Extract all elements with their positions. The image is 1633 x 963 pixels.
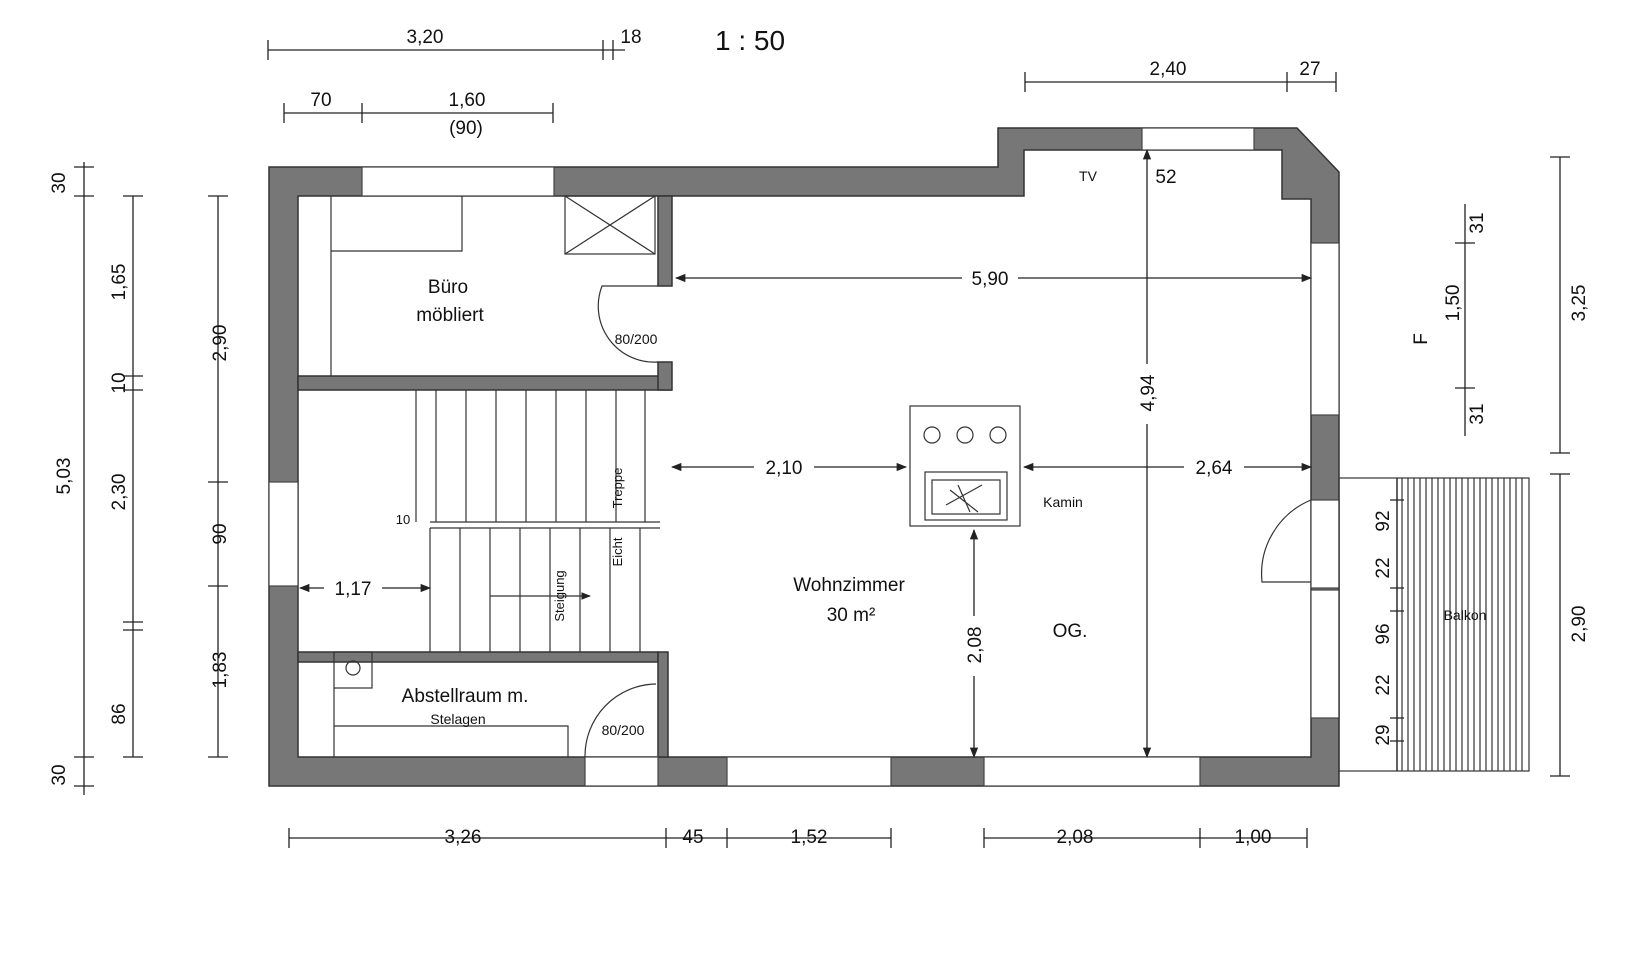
dims-right-lines: [1390, 156, 1570, 777]
window-marker-f: F: [1411, 333, 1432, 345]
storage-door-opening: [584, 756, 659, 787]
dim-top-90p: (90): [449, 118, 483, 139]
shaft-box: [564, 195, 656, 255]
dim-right-96: 96: [1373, 623, 1394, 644]
dim-left-10: 10: [109, 372, 130, 393]
dim-right-290b: 2,90: [1569, 606, 1590, 643]
window-tv-top: [1141, 127, 1255, 151]
window-bottom-right: [983, 756, 1201, 787]
dim-right-325: 3,25: [1569, 285, 1590, 322]
interior-wall-office-right-lower: [657, 361, 673, 391]
dim-top-27: 27: [1299, 59, 1320, 80]
room-office-note: möbliert: [416, 305, 484, 326]
dim-52: 52: [1155, 167, 1176, 188]
stair-word-1: Treppe: [610, 468, 625, 509]
interior-wall-office-bottom: [297, 375, 672, 391]
room-office-name: Büro: [428, 277, 468, 298]
interior-wall-office-right: [657, 195, 673, 287]
dim-left-30b: 30: [49, 764, 70, 785]
stairs: [415, 390, 660, 652]
dim-top-18: 18: [620, 27, 641, 48]
dim-left-503: 5,03: [54, 458, 75, 495]
storage-door-swing: [584, 683, 657, 758]
dim-bottom-152: 1,52: [791, 827, 828, 848]
dim-left-290: 2,90: [210, 325, 231, 362]
dim-right-22a: 22: [1373, 557, 1394, 578]
door-office-size: 80/200: [615, 331, 658, 347]
dim-bottom-45: 45: [682, 827, 703, 848]
dim-494: 4,94: [1138, 374, 1159, 411]
window-right-lower: [1310, 589, 1340, 719]
dim-right-22b: 22: [1373, 674, 1394, 695]
room-storage-note: Stelagen: [430, 711, 485, 727]
door-storage-size: 80/200: [602, 722, 645, 738]
boiler-box: [333, 651, 373, 689]
dim-left-230: 2,30: [109, 474, 130, 511]
scale-label: 1 : 50: [715, 25, 785, 56]
dim-right-29: 29: [1373, 724, 1394, 745]
dims-left-lines: [74, 162, 228, 795]
balcony-door-swing: [1260, 499, 1312, 583]
window-office-top: [361, 166, 555, 197]
room-balcony-name: Balkon: [1444, 607, 1487, 623]
stair-word-2: Eicht: [610, 537, 625, 566]
dims-bottom-lines: [288, 828, 1308, 848]
dims-top-lines: [267, 40, 1337, 123]
room-storage-name: Abstellraum m.: [402, 686, 529, 707]
dim-left-183: 1,83: [210, 652, 231, 689]
interior-wall-storage-right: [657, 651, 669, 758]
dim-right-31b: 31: [1467, 403, 1488, 424]
dim-210: 2,10: [766, 458, 803, 479]
room-living-name: Wohnzimmer: [793, 575, 905, 596]
dim-top-320: 3,20: [407, 27, 444, 48]
window-right-upper: [1310, 242, 1340, 416]
room-living-area: 30 m²: [827, 605, 876, 626]
dim-bottom-100: 1,00: [1235, 827, 1272, 848]
dim-10-stair: 10: [396, 512, 410, 527]
dim-117: 1,17: [335, 579, 372, 600]
window-left-stair: [268, 481, 299, 587]
tv-label: TV: [1079, 168, 1098, 184]
dim-208v: 2,08: [965, 627, 986, 664]
dim-right-150: 1,50: [1443, 285, 1464, 322]
balcony: [1338, 477, 1530, 772]
level-label: OG.: [1053, 621, 1088, 642]
windows: [268, 127, 1340, 787]
storage-furniture: [333, 651, 657, 758]
dim-top-160: 1,60: [449, 90, 486, 111]
office-door-swing: [597, 285, 659, 363]
dim-left-86: 86: [109, 703, 130, 724]
fireplace: [909, 405, 1021, 527]
office-furniture: [330, 195, 659, 376]
dim-bottom-326: 3,26: [445, 827, 482, 848]
fireplace-label: Kamin: [1043, 494, 1083, 510]
window-right-door: [1310, 499, 1340, 589]
dim-left-90: 90: [210, 523, 231, 544]
stair-rise-label: Steigung: [552, 570, 567, 621]
dim-top-240: 2,40: [1150, 59, 1187, 80]
window-bottom-left: [726, 756, 892, 787]
dim-right-31a: 31: [1467, 212, 1488, 233]
dim-590: 5,90: [972, 269, 1009, 290]
dim-264: 2,64: [1196, 458, 1233, 479]
dim-left-30a: 30: [49, 172, 70, 193]
dim-left-165: 1,65: [109, 264, 130, 301]
dim-bottom-208: 2,08: [1057, 827, 1094, 848]
dims-interior-lines: [298, 148, 1313, 759]
dim-right-92: 92: [1373, 510, 1394, 531]
dim-top-70: 70: [310, 90, 331, 111]
